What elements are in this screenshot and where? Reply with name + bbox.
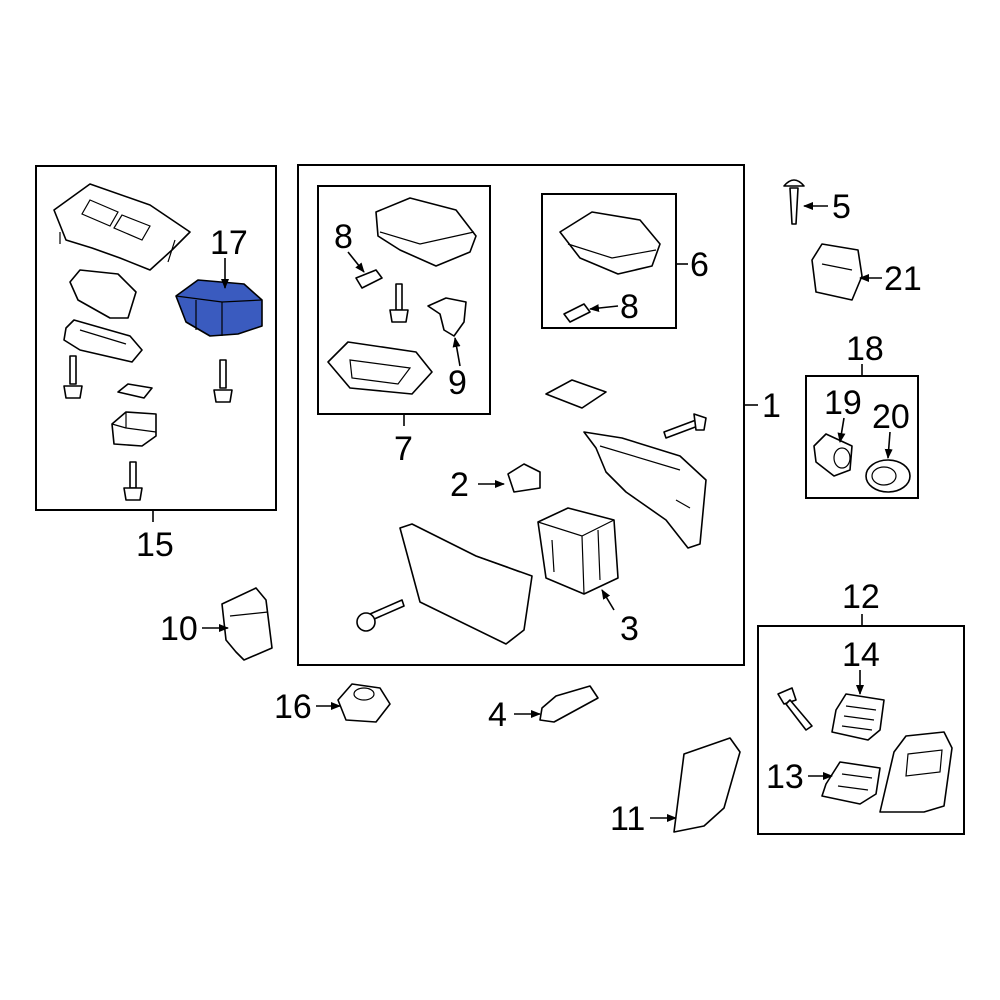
screw-part[interactable]	[213, 359, 233, 403]
callout-13: 13	[766, 758, 804, 796]
vent-14-part[interactable]	[831, 693, 885, 741]
group-6-frame	[541, 193, 677, 329]
callout-18: 18	[846, 330, 884, 368]
screw-part[interactable]	[777, 687, 813, 731]
armrest-part[interactable]	[559, 211, 661, 275]
rear-panel-part[interactable]	[879, 731, 953, 813]
leader-19	[837, 417, 846, 443]
screw-part[interactable]	[389, 283, 409, 323]
switch-21-part[interactable]	[811, 243, 863, 301]
callout-6: 6	[690, 246, 709, 284]
shift-cover-part[interactable]	[69, 269, 137, 319]
group-15: 17 15	[35, 165, 277, 564]
console-side-part[interactable]	[399, 523, 533, 645]
leader-3	[601, 589, 615, 611]
console-trim-part[interactable]	[53, 183, 191, 271]
callout-15: 15	[136, 526, 174, 564]
leader-8b	[589, 304, 619, 313]
callout-8b: 8	[620, 288, 639, 326]
lid-base-part[interactable]	[327, 341, 433, 395]
leader-20	[884, 431, 893, 459]
callout-4: 4	[488, 696, 507, 734]
callout-1: 1	[762, 387, 781, 425]
socket-housing-part[interactable]	[111, 411, 157, 447]
leader-8a	[347, 251, 365, 273]
bracket-4-part[interactable]	[539, 685, 599, 723]
pin-part[interactable]	[563, 303, 591, 323]
highlighted-part-17[interactable]	[175, 279, 263, 337]
group-1: 1 8 9 7 8 6	[297, 164, 781, 666]
group-12: 12 14 13	[757, 578, 965, 835]
callout-14: 14	[842, 636, 880, 674]
callout-21: 21	[884, 260, 922, 298]
knob-16-part[interactable]	[337, 683, 391, 723]
callout-17: 17	[210, 224, 248, 262]
trim-11-part[interactable]	[673, 737, 741, 833]
screw-part[interactable]	[663, 413, 707, 439]
callout-19: 19	[824, 384, 862, 422]
storage-bin-part[interactable]	[537, 507, 619, 595]
callout-2: 2	[450, 466, 469, 504]
group-12-frame	[757, 625, 965, 835]
bracket-part[interactable]	[427, 297, 467, 337]
armrest-lid-part[interactable]	[375, 197, 477, 267]
callout-8a: 8	[334, 218, 353, 256]
leader-9	[452, 337, 461, 367]
screw-5-part[interactable]	[783, 179, 805, 225]
vent-13-part[interactable]	[821, 761, 881, 805]
callout-10: 10	[160, 610, 198, 648]
screw-part[interactable]	[63, 355, 83, 399]
pad-part[interactable]	[117, 383, 153, 399]
callout-12: 12	[842, 578, 880, 616]
callout-11: 11	[610, 800, 645, 838]
cap-20-part[interactable]	[865, 459, 911, 493]
group-1-frame	[297, 164, 745, 666]
group-18: 18 19 20	[805, 330, 919, 499]
callout-9: 9	[448, 364, 467, 402]
bracket-10-part[interactable]	[221, 587, 273, 661]
screw-part[interactable]	[123, 461, 143, 501]
pin-part[interactable]	[355, 269, 383, 289]
callout-16: 16	[274, 688, 312, 726]
side-panel-part[interactable]	[583, 431, 707, 549]
callout-5: 5	[832, 188, 851, 226]
trim-strip-part[interactable]	[63, 319, 143, 363]
clip-part[interactable]	[507, 463, 541, 493]
mat-part[interactable]	[545, 379, 607, 409]
callout-20: 20	[872, 398, 910, 436]
socket-19-part[interactable]	[813, 433, 853, 477]
screw-part[interactable]	[356, 599, 405, 632]
group-15-frame	[35, 165, 277, 511]
callout-3: 3	[620, 610, 639, 648]
callout-7: 7	[394, 430, 413, 468]
